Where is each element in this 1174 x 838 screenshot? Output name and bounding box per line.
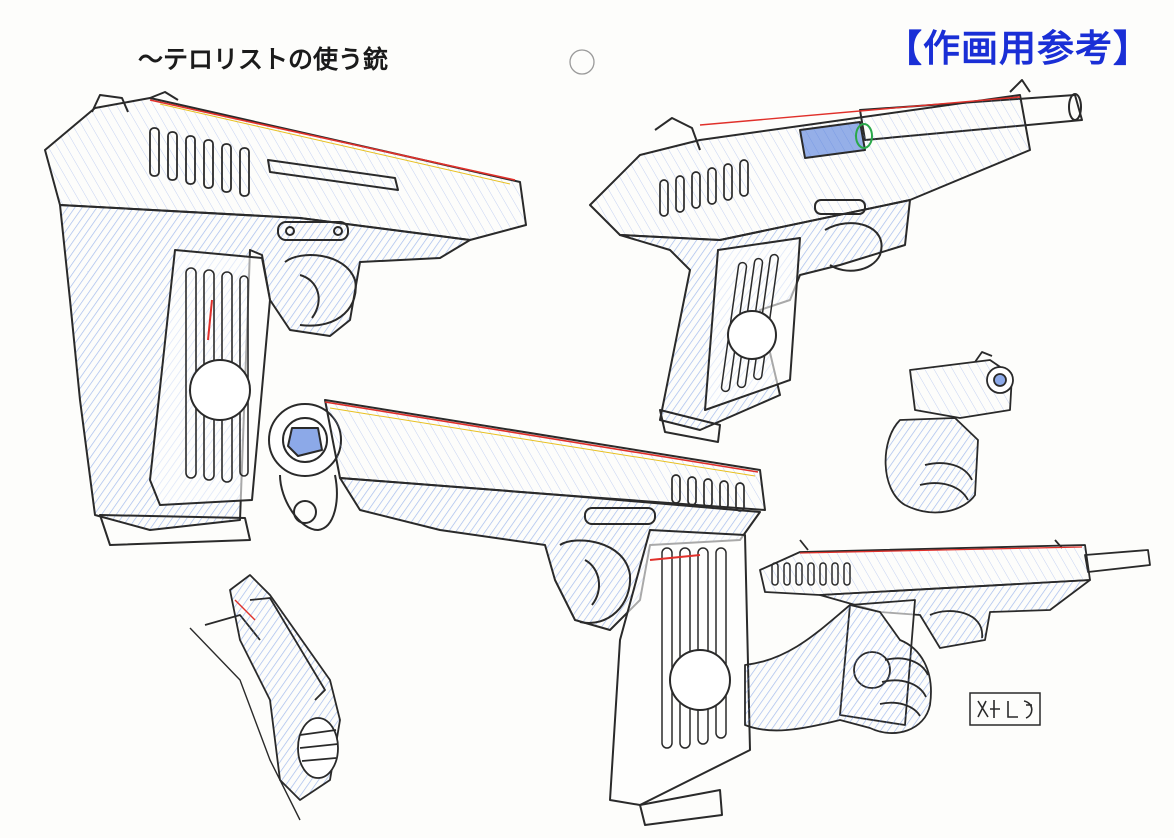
registration-circle <box>569 49 595 75</box>
pistol-held-front-view <box>884 351 1014 514</box>
pistol-front-three-quarter-view <box>268 399 766 826</box>
pistol-left-view <box>44 91 527 546</box>
artist-signature-stamp <box>969 692 1041 726</box>
pistol-right-view-slide-locked <box>589 79 1083 443</box>
hammer-detail-view <box>189 574 341 821</box>
reference-label: 【作画用参考】 <box>885 27 1151 70</box>
sheet-caption: 〜テロリストの使う銃 <box>138 45 389 74</box>
pistol-held-side-view <box>744 539 1151 734</box>
